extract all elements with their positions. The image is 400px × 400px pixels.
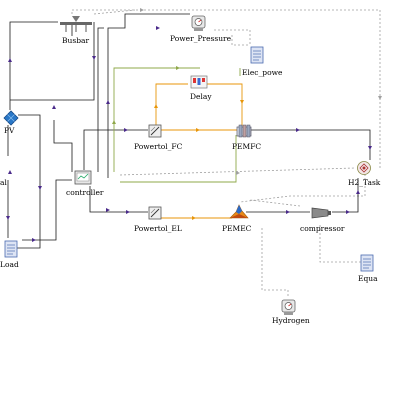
thermal-wires — [155, 83, 243, 219]
control-arrow-markers — [112, 66, 180, 124]
arrow-mark — [126, 210, 130, 214]
arrow-mark — [8, 170, 12, 174]
arrow-mark — [6, 216, 10, 220]
pemfc-icon[interactable] — [236, 124, 252, 138]
equa-icon[interactable] — [360, 254, 374, 272]
arrow-mark — [368, 146, 372, 150]
compressor-h2task-wire — [332, 178, 359, 213]
arrow-mark — [286, 210, 290, 214]
load-wire — [16, 200, 41, 249]
powertol-fc-label: Powertol_FC — [134, 142, 183, 151]
arrow-mark — [140, 8, 144, 12]
elec-power-icon[interactable] — [250, 46, 264, 64]
arrow-mark — [32, 238, 36, 242]
arrow-mark — [236, 171, 240, 175]
arrow-mark — [378, 96, 382, 100]
load-controller-wire — [22, 179, 72, 241]
powertol-el-icon[interactable] — [148, 206, 162, 220]
hydrogen-dashed-wire — [261, 228, 289, 298]
arrow-mark — [8, 58, 12, 62]
elec-power-label: Elec_powe — [242, 68, 283, 77]
compressor-icon[interactable] — [310, 206, 332, 220]
arrow-mark — [356, 190, 360, 194]
power-pressure-label: Power_Pressure — [170, 34, 232, 43]
controller-pemfc-wire — [120, 135, 237, 183]
controller-delay-wire — [113, 67, 200, 172]
h2task-dashed-wire — [239, 174, 366, 203]
arrow-markers — [6, 26, 372, 242]
arrow-mark — [106, 208, 110, 212]
equa-dashed-wire — [319, 225, 364, 263]
arrow-mark — [296, 128, 300, 132]
dashed-data-wires — [71, 9, 381, 298]
power-pressure-icon[interactable] — [190, 14, 208, 32]
arrow-mark — [156, 26, 160, 30]
h2-task-icon[interactable] — [355, 160, 373, 176]
load-label: Load — [0, 260, 19, 269]
controller-icon[interactable] — [74, 170, 92, 186]
arrow-mark — [124, 128, 128, 132]
arrow-mark — [196, 128, 200, 132]
delay-right-wire — [206, 83, 243, 126]
hydrogen-label: Hydrogen — [272, 316, 310, 325]
equa-label: Equa — [358, 274, 378, 283]
hydrogen-icon[interactable] — [280, 298, 298, 316]
arrow-mark — [106, 100, 110, 104]
busbar-right-wire — [10, 22, 95, 101]
control-wires — [113, 67, 241, 183]
powertol-el-label: Powertol_EL — [134, 224, 182, 233]
arrow-mark — [52, 105, 56, 109]
compressor-label: compressor — [300, 224, 345, 233]
busbar-icon[interactable] — [58, 14, 94, 36]
elec-power-dashed-wire — [231, 35, 250, 46]
arrow-mark — [154, 104, 158, 108]
h2-task-label: H2_Task — [348, 178, 381, 187]
pemec-label: PEMEC — [222, 224, 252, 233]
pemfc-label: PEMFC — [232, 142, 262, 151]
arrow-mark — [346, 210, 350, 214]
pemec-icon[interactable] — [228, 202, 250, 222]
busbar-label: Busbar — [62, 36, 90, 45]
arrow-mark — [112, 120, 116, 124]
load-icon[interactable] — [4, 240, 18, 258]
delay-icon[interactable] — [190, 74, 208, 90]
pemfc-h2task-wire — [248, 129, 371, 160]
arrow-mark — [92, 56, 96, 60]
pv-busbar-wire — [9, 21, 58, 110]
pv-label: PV — [4, 126, 15, 135]
thermal-arrow-markers — [154, 100, 244, 220]
dashed-arrow-markers — [140, 8, 382, 175]
delay-left-wire — [155, 83, 188, 130]
pv-controller-wire — [53, 120, 73, 172]
controller-label: controller — [66, 188, 104, 197]
controller-top-wire — [107, 13, 190, 178]
powertol-fc-icon[interactable] — [148, 124, 162, 138]
controller-dashed-wire — [119, 167, 356, 176]
power-pressure-dashed-wire — [214, 29, 251, 45]
compressor-dashed-wire — [249, 199, 301, 207]
arrow-mark — [192, 216, 196, 220]
controller-up-wire — [97, 27, 104, 172]
arrow-mark — [38, 186, 42, 190]
pv-out-wire — [18, 114, 41, 200]
pv-panel-icon[interactable] — [2, 110, 20, 126]
arrow-mark — [176, 66, 180, 70]
cropped-block-label: al — [0, 178, 7, 187]
delay-label: Delay — [190, 92, 212, 101]
top-dashed-wire — [71, 9, 381, 168]
arrow-mark — [240, 100, 244, 104]
busbar-dashed-link — [93, 9, 136, 15]
